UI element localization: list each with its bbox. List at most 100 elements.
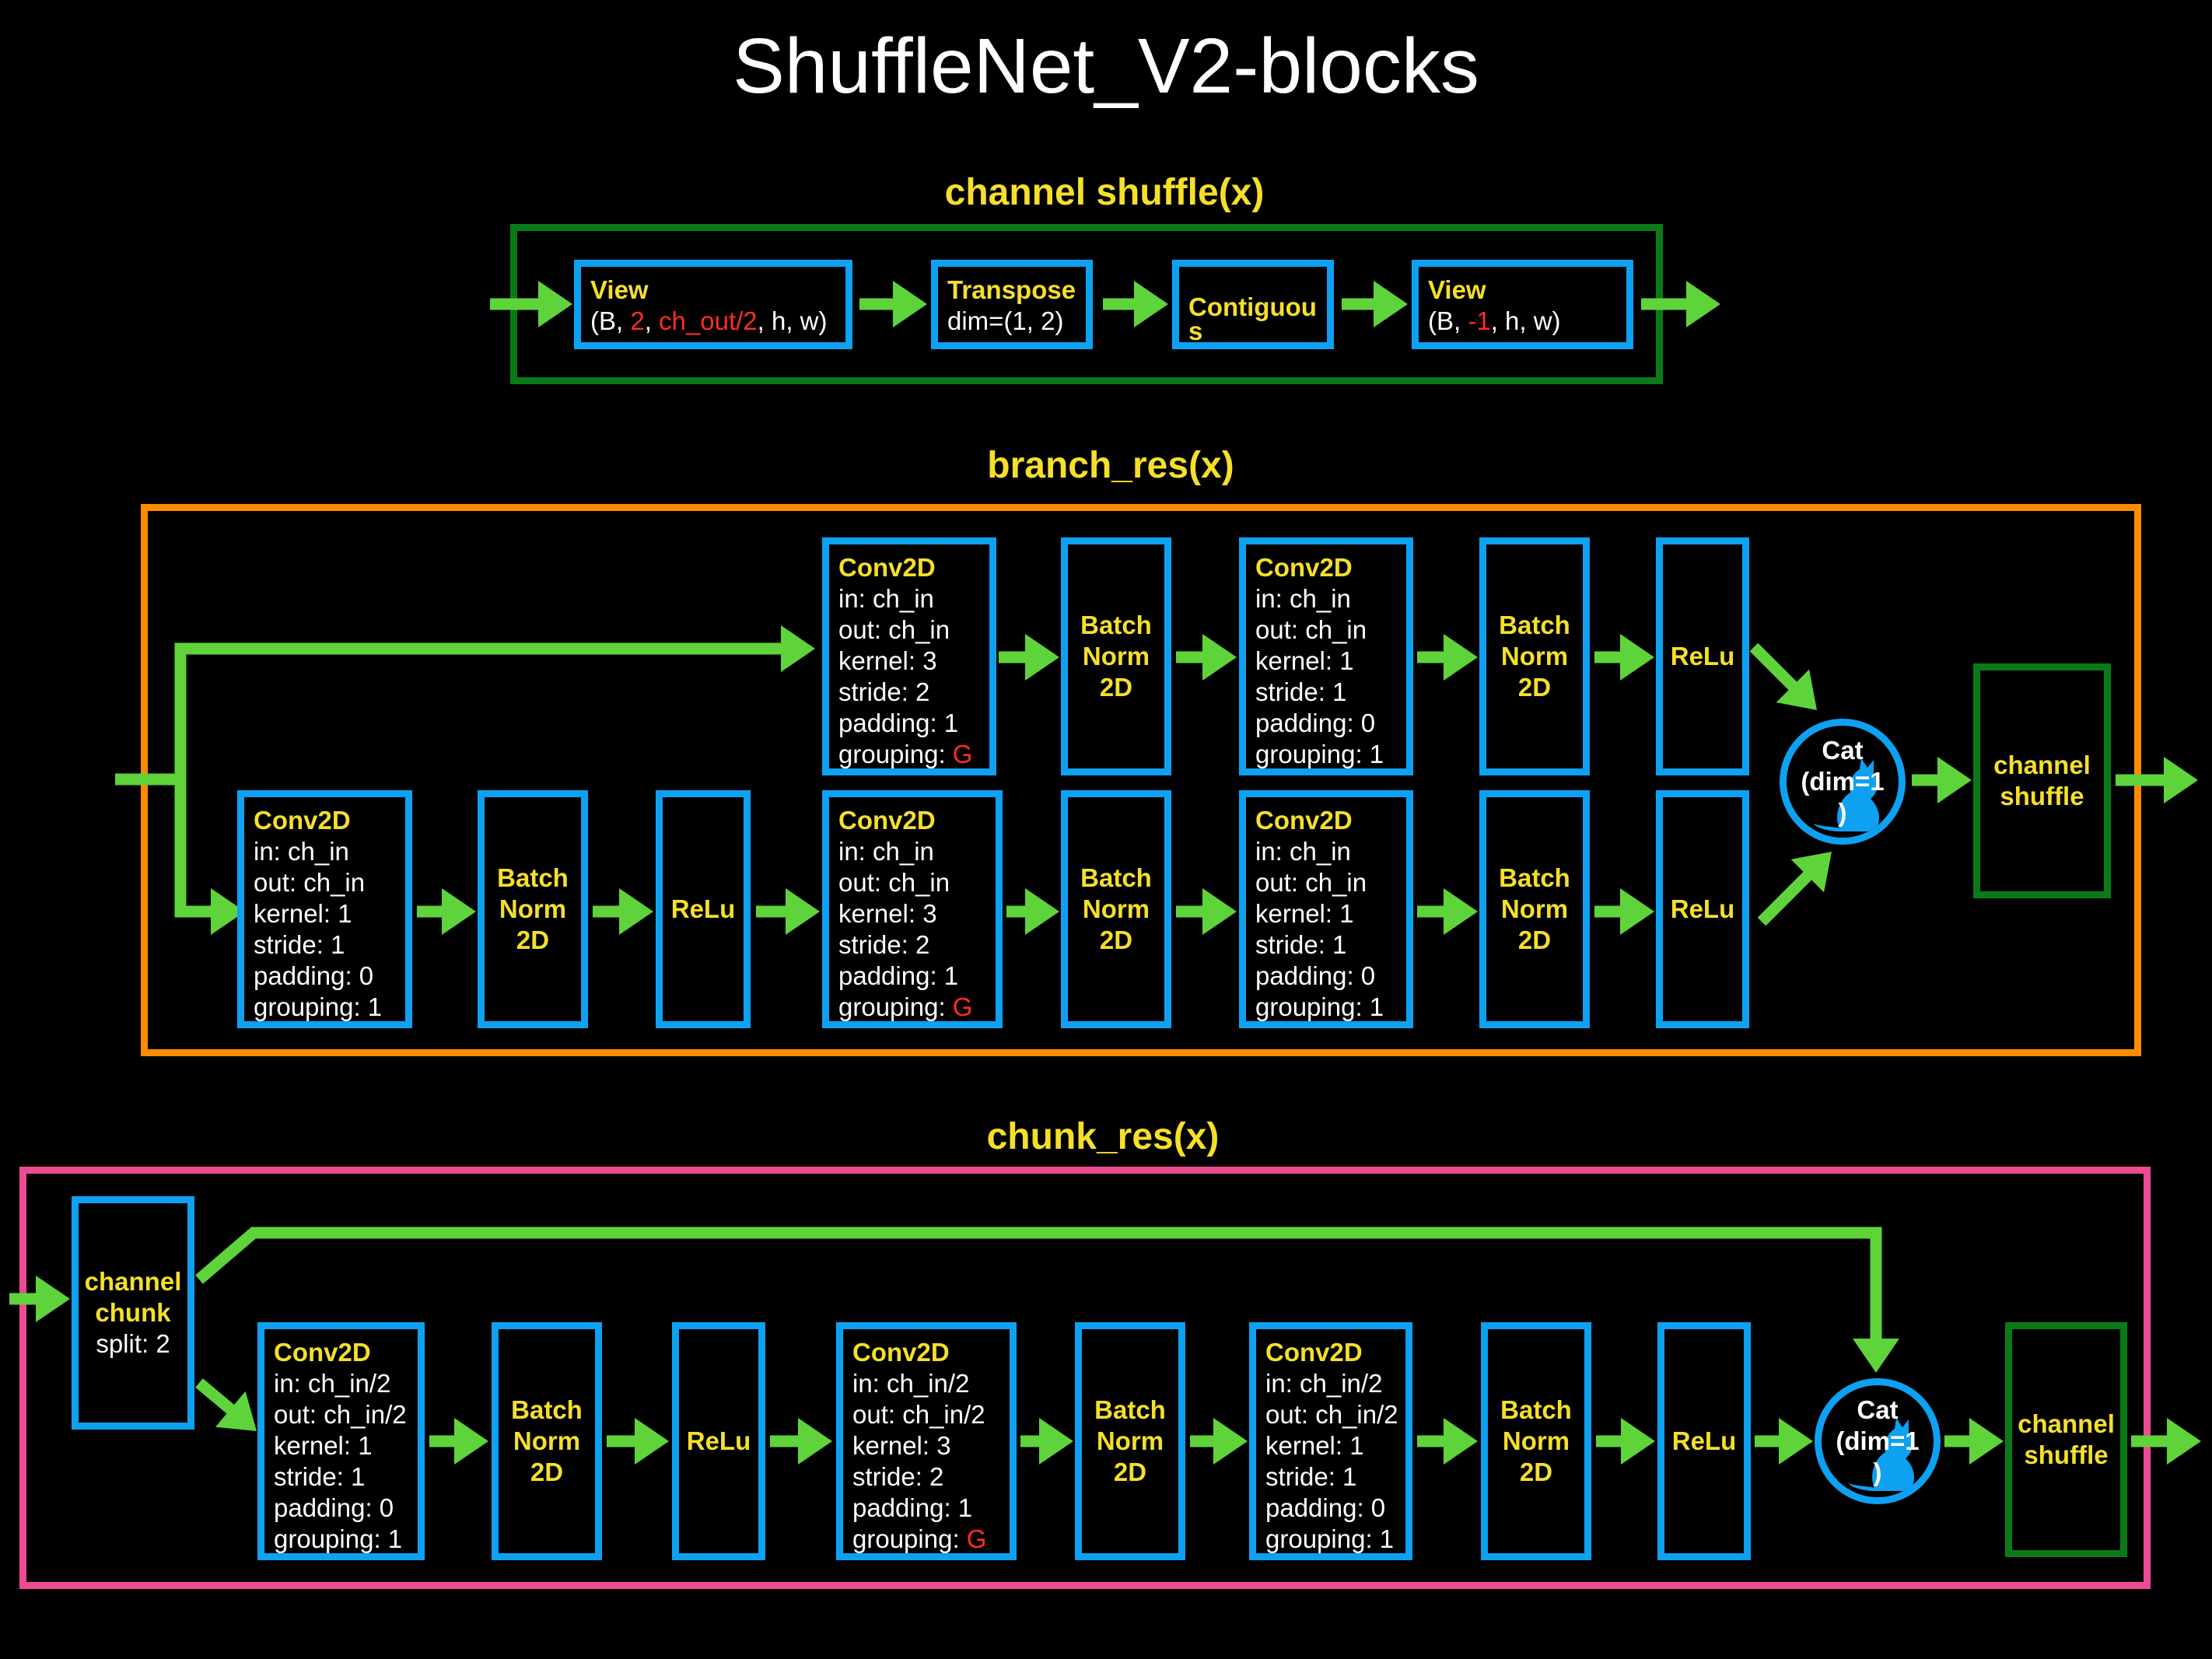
- arrow-head: [893, 281, 927, 327]
- branch-bottom-batchnorm-1: Batch Norm 2D: [478, 790, 588, 1028]
- conv-padding: padding: 1: [838, 709, 959, 737]
- conv-padding: padding: 1: [852, 1493, 973, 1522]
- chunk-channel-shuffle-box: channel shuffle: [2005, 1322, 2127, 1557]
- branch-bottom-relu-2: ReLu: [1656, 790, 1749, 1028]
- conv-stride: stride: 1: [1255, 677, 1347, 706]
- conv-stride: stride: 1: [1265, 1462, 1357, 1491]
- conv-in: in: ch_in: [838, 584, 934, 613]
- arrow-head: [1620, 888, 1654, 935]
- chunk-batchnorm-2: Batch Norm 2D: [1075, 1322, 1185, 1560]
- conv-stride: stride: 1: [274, 1462, 366, 1491]
- conv-out: out: ch_in: [1255, 615, 1367, 644]
- view-args-part: ,: [644, 306, 660, 335]
- arrow-head: [1444, 1418, 1478, 1465]
- arrow-head: [1853, 1339, 1899, 1373]
- chunk-res-title: chunk_res(x): [986, 1116, 1220, 1157]
- branch-top-relu: ReLu: [1656, 537, 1749, 775]
- arrow-head: [1444, 888, 1478, 935]
- conv-stride: stride: 1: [1255, 930, 1347, 959]
- conv-in: in: ch_in/2: [852, 1369, 970, 1398]
- branch-bottom-batchnorm-2: Batch Norm 2D: [1061, 790, 1171, 1028]
- batchnorm-label: Batch Norm 2D: [1080, 611, 1152, 702]
- chunk-cat-node: Cat (dim=1 ): [1815, 1378, 1941, 1504]
- conv-grouping-value: G: [952, 992, 973, 1021]
- conv-grouping-value: G: [966, 1524, 987, 1553]
- conv-kernel: kernel: 1: [1265, 1431, 1364, 1460]
- branch-top-batchnorm-1: Batch Norm 2D: [1061, 537, 1171, 775]
- channel-chunk-head: channel chunk: [84, 1267, 182, 1327]
- relu-label: ReLu: [670, 894, 736, 923]
- cat-silhouette-icon: [1813, 758, 1880, 831]
- conv-padding: padding: 0: [254, 961, 374, 990]
- branch-bottom-batchnorm-3: Batch Norm 2D: [1479, 790, 1590, 1028]
- conv-out: out: ch_in/2: [274, 1400, 407, 1429]
- conv-padding: padding: 0: [1255, 709, 1376, 737]
- arrow-head: [36, 1276, 70, 1322]
- arrow-head: [1444, 634, 1478, 681]
- arrow-head: [454, 1418, 488, 1465]
- conv-kernel: kernel: 3: [852, 1431, 951, 1460]
- arrow-head: [442, 888, 476, 935]
- channel-chunk-split: split: 2: [96, 1329, 170, 1358]
- chunk-batchnorm-3: Batch Norm 2D: [1481, 1322, 1591, 1560]
- conv-head: Conv2D: [1255, 806, 1353, 835]
- cat-label-line-1: Cat: [1857, 1395, 1899, 1424]
- relu-label: ReLu: [1670, 642, 1735, 670]
- arrow-head: [781, 625, 815, 672]
- conv-out: out: ch_in: [838, 615, 950, 644]
- arrow-head: [2167, 1418, 2201, 1465]
- conv-padding: padding: 0: [1255, 961, 1376, 990]
- arrow-head: [1776, 669, 1817, 710]
- relu-label: ReLu: [1671, 1426, 1737, 1455]
- arrow-head: [1374, 281, 1408, 327]
- view-box-1: View (B, 2, ch_out/2, h, w): [574, 260, 852, 349]
- branch-cat-node: Cat (dim=1 ): [1780, 719, 1906, 845]
- chunk-batchnorm-1: Batch Norm 2D: [492, 1322, 602, 1560]
- batchnorm-label: Batch Norm 2D: [1500, 1395, 1572, 1486]
- channel-shuffle-label: channel shuffle: [2018, 1409, 2115, 1469]
- conv-stride: stride: 2: [852, 1462, 944, 1491]
- batchnorm-label: Batch Norm 2D: [497, 863, 569, 954]
- conv-head: Conv2D: [254, 806, 351, 835]
- chunk-conv2d-1: Conv2D in: ch_in/2 out: ch_in/2 kernel: …: [257, 1322, 425, 1560]
- conv-grouping: grouping: G: [838, 739, 980, 768]
- contiguous-tail: s: [1188, 317, 1203, 345]
- view-args: (B, 2, ch_out/2, h, w): [590, 306, 836, 337]
- transpose-head: Transpose: [947, 275, 1076, 304]
- branch-bottom-relu-1: ReLu: [656, 790, 751, 1028]
- view-head: View: [590, 275, 649, 304]
- branch-bottom-conv2d-3: Conv2D in: ch_in out: ch_in kernel: 1 st…: [1239, 790, 1413, 1028]
- conv-head: Conv2D: [1255, 553, 1353, 582]
- conv-head: Conv2D: [852, 1338, 950, 1367]
- arrow-head: [1134, 281, 1168, 327]
- conv-grouping: grouping: G: [838, 992, 986, 1021]
- branch-res-title: branch_res(x): [987, 445, 1234, 486]
- conv-in: in: ch_in: [1255, 837, 1351, 866]
- conv-kernel: kernel: 3: [838, 646, 937, 675]
- conv-kernel: kernel: 1: [274, 1431, 373, 1460]
- view-args-part: (B,: [590, 306, 631, 335]
- view-args-part: , h, w): [757, 306, 828, 335]
- arrow-head: [1039, 1418, 1073, 1465]
- conv-grouping: grouping: 1: [1265, 1524, 1395, 1553]
- arrow-route: [195, 1227, 1882, 1349]
- channel-shuffle-title: channel shuffle(x): [944, 172, 1265, 213]
- view-box-2: View (B, -1, h, w): [1412, 260, 1633, 349]
- conv-grouping-label: grouping:: [852, 1524, 967, 1553]
- conv-kernel: kernel: 1: [1255, 646, 1354, 675]
- chunk-relu-2: ReLu: [1657, 1322, 1751, 1560]
- arrow-shaft: [1757, 863, 1820, 926]
- cat-label-line-3: ): [1838, 798, 1847, 827]
- arrow-head: [1621, 1418, 1655, 1465]
- conv-out: out: ch_in: [1255, 868, 1367, 897]
- arrow-head: [1202, 634, 1237, 681]
- conv-stride: stride: 2: [838, 930, 930, 959]
- cat-label: Cat (dim=1 ): [1836, 1395, 1919, 1488]
- view-args-red-1: 2: [630, 306, 645, 335]
- arrow-head: [211, 888, 245, 935]
- branch-top-conv2d-2: Conv2D in: ch_in out: ch_in kernel: 1 st…: [1239, 537, 1413, 775]
- view-args-red-2: ch_out/2: [659, 306, 758, 335]
- conv-in: in: ch_in/2: [1265, 1369, 1383, 1398]
- view-args-part: (B,: [1428, 306, 1468, 335]
